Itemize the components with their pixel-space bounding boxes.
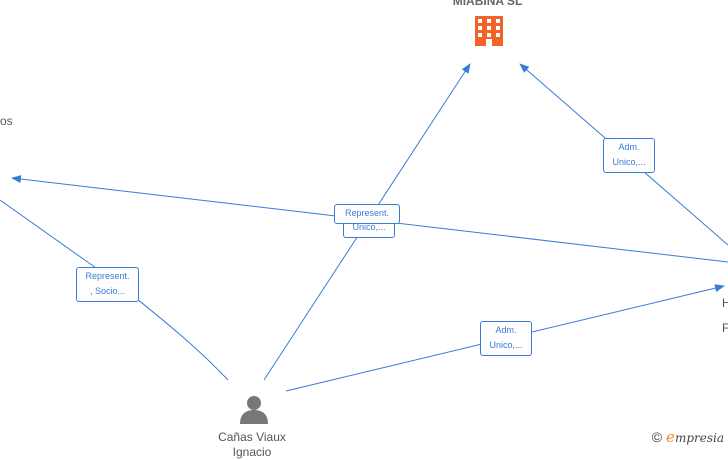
edge-label-line1: Adm. <box>495 325 517 335</box>
edge-label-adm-unico-top[interactable]: Adm. Unico,... <box>603 138 655 173</box>
right-node-label-line2: F <box>722 321 728 335</box>
empresia-watermark: © empresia <box>652 428 724 446</box>
company-name[interactable]: MIABINA SL <box>452 0 523 8</box>
right-node-label[interactable]: H F <box>722 296 728 336</box>
edge-label-line2: , Socio... <box>89 286 125 296</box>
person-name[interactable]: Cañas Viaux Ignacio <box>202 430 302 460</box>
brand-name: mpresia <box>674 431 724 445</box>
edge-label-line2: Unico,... <box>352 222 386 232</box>
edge-label-line1: Represent. <box>85 271 130 281</box>
person-name-line2: Ignacio <box>232 445 272 459</box>
right-node-label-line1: H <box>722 296 728 310</box>
edge-label-represent[interactable]: Represent. <box>334 204 400 224</box>
person-icon[interactable] <box>240 396 268 424</box>
edge-label-line1: Represent. <box>344 208 390 218</box>
edge-label-line2: Unico,... <box>612 157 646 167</box>
person-name-line1: Cañas Viaux <box>218 430 286 444</box>
copyright-symbol: © <box>651 429 663 445</box>
brand-logo-e: e <box>666 428 675 446</box>
edge-label-line1: Adm. <box>618 142 640 152</box>
edge-label-line2: Unico,... <box>489 340 523 350</box>
building-icon[interactable] <box>475 16 503 46</box>
left-node-label[interactable]: os <box>0 114 13 128</box>
edge-label-adm-unico-bottom[interactable]: Adm. Unico,... <box>480 321 532 356</box>
edge-label-represent-socio[interactable]: Represent. , Socio... <box>76 267 139 302</box>
